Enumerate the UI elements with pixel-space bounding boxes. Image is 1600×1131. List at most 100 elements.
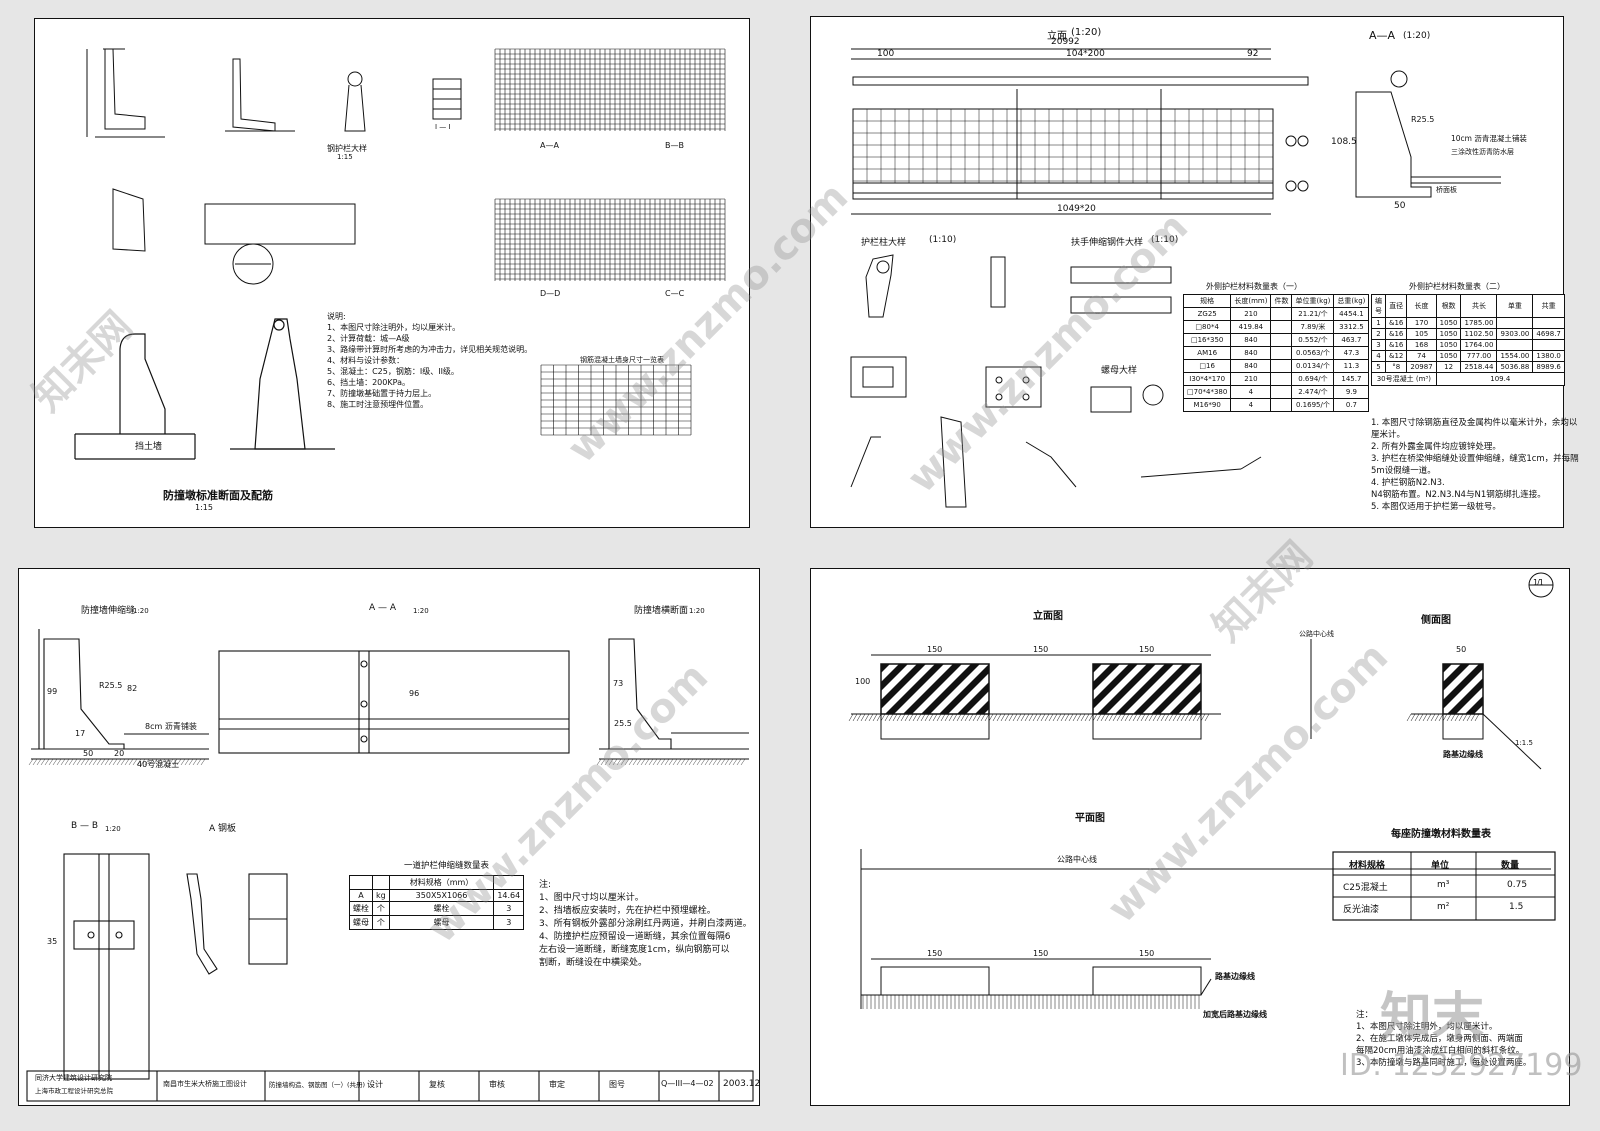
ground-hatch [1096,713,1102,722]
hazard-stripe [881,664,890,673]
cell: 1785.00 [1460,317,1498,329]
cell: 30号混凝土 (m³) [1371,372,1437,386]
cell [1496,339,1534,351]
cell: 145.7 [1333,372,1370,386]
ground-hatch [936,713,942,722]
ground-hatch [908,713,914,722]
note-line: 1. 本图尺寸除钢筋直径及金属构件以毫米计外，余均以 [1371,418,1578,428]
ground-hatch [1120,713,1126,722]
cell: &16 [1384,317,1408,329]
br-plan-dim-c: 150 [1139,949,1155,958]
tb-check: 复核 [429,1080,445,1089]
hazard-stripe [881,664,926,709]
cell: □16 [1182,359,1232,373]
ground-hatch [1434,713,1440,722]
ground-hatch [1406,713,1412,722]
ground-hatch [196,758,202,766]
ground-hatch [1160,713,1166,722]
ground-hatch [1032,713,1038,722]
ground-hatch [620,758,626,766]
cell: 4454.1 [1333,307,1370,321]
br-table-head-1: 单位 [1431,861,1450,871]
ground-hatch [956,713,962,722]
ground-hatch [608,758,614,766]
ground-hatch [640,758,646,766]
ground-hatch [1104,713,1110,722]
ground-hatch [1112,713,1118,722]
br-table-cell: C25混凝土 [1343,883,1388,893]
section-label-dd: D—D [540,289,561,298]
ground-hatch [32,758,38,766]
table-row: 材料规格（mm） [349,875,525,890]
notes-head: 注： [1356,1010,1374,1020]
cell: &16 [1384,339,1408,351]
cell: 0.0134/个 [1291,359,1335,373]
ground-hatch [892,713,898,722]
ground-hatch [1140,713,1146,722]
cell: 20987 [1406,361,1437,373]
cell: 4 [1371,350,1386,362]
hazard-stripe [1093,664,1138,709]
ground-hatch [168,758,174,766]
tb-approve: 审定 [549,1080,565,1089]
ground-hatch [624,758,630,766]
hazard-stripe [1151,664,1201,714]
ground-hatch [984,713,990,722]
ground-hatch [1418,713,1424,722]
ground-hatch [672,758,678,766]
ground-hatch [992,713,998,722]
ground-hatch [668,758,674,766]
aa-radius: R25.5 [1411,115,1435,124]
cell: □70*4*380 [1182,385,1232,399]
table1-title: 外侧护栏材料数量表（一） [1206,282,1302,291]
fig2-title: A — A [369,603,397,613]
cell: 840 [1230,359,1272,373]
ground-hatch [1144,713,1150,722]
dim-82: 82 [127,684,138,693]
stripe-block-1 [880,663,990,715]
cell: 4 [1230,398,1272,412]
ground-hatch [1064,713,1070,722]
ground-hatch [996,713,1002,722]
ground-hatch [864,713,870,722]
cell: 74 [1406,350,1437,362]
ground-hatch [944,713,950,722]
post-title: 护栏柱大样 [861,238,907,248]
ground-hatch [1164,713,1170,722]
dim-96: 96 [409,689,420,698]
dim-left: 100 [877,49,895,59]
br-table-cell: m² [1437,902,1450,912]
ground-hatch [872,713,878,722]
cell: 3 [493,915,525,930]
tb-no: Q—III—4—02 [661,1079,714,1088]
top-left-drawing [74,48,726,460]
ground-hatch [1180,713,1186,722]
ground-hatch [1204,713,1210,722]
note-line: 5、混凝土：C25，钢筋：I级、II级。 [327,367,459,376]
note-line: 3、所有钢板外露部分涂刷红丹两道，并刷白漆两道。 [539,919,752,929]
note-line: 2、在施工墩体完成后，墩身两侧面、两端面 [1356,1034,1523,1044]
aa-title: A—A [1369,29,1396,42]
ground-hatch [960,713,966,722]
table2-head: 共重 [1532,294,1565,318]
ground-hatch [676,758,682,766]
ground-hatch [692,758,698,766]
ground-hatch [1156,713,1162,722]
cell [1496,317,1534,329]
tb-no-label: 图号 [609,1080,625,1089]
table2-head: 长度 [1406,294,1437,318]
ground-hatch [192,758,198,766]
cell: 210 [1230,372,1272,386]
ground-hatch [848,713,854,722]
note-line: 7、防撞墩基础置于持力层上。 [327,389,437,398]
fig5-title: A 钢板 [209,824,237,834]
ground-hatch [112,758,118,766]
tb-date: 2003.12 [723,1079,761,1089]
ground-hatch [736,758,742,766]
ground-hatch [1084,713,1090,722]
